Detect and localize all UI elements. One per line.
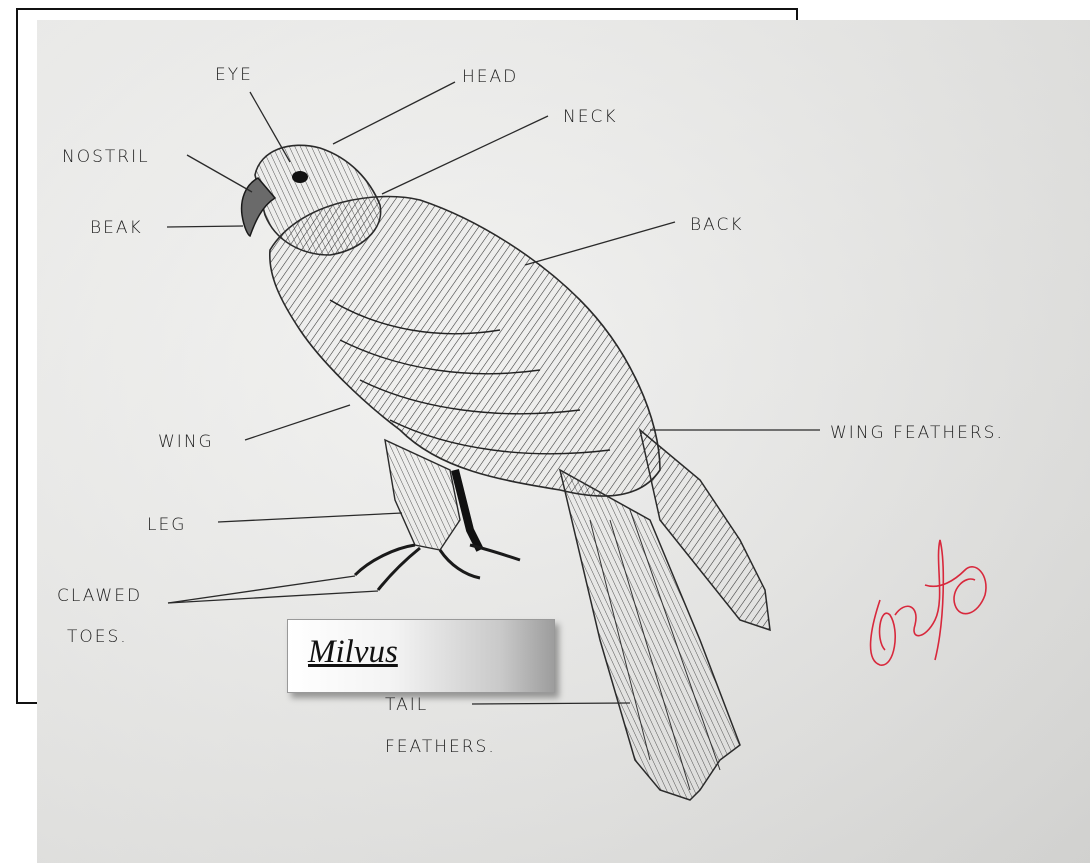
- bird-illustration: [242, 145, 770, 800]
- back-leader: [525, 222, 675, 265]
- eye-mark: [292, 171, 308, 183]
- signature-mark: [871, 540, 986, 665]
- tail-feathers-leader: [472, 703, 630, 704]
- caption-text: Milvus: [308, 634, 398, 671]
- head-leader: [333, 82, 455, 144]
- head-shape: [255, 145, 381, 255]
- clawed-toes-leader-2: [168, 591, 378, 603]
- label-wing-feathers: WING FEATHERS.: [830, 423, 1004, 443]
- caption-box: Milvus: [287, 619, 555, 693]
- label-wing: WING: [158, 432, 214, 452]
- neck-leader: [382, 116, 548, 194]
- eye-leader: [250, 92, 290, 162]
- label-tail-feathers-1: TAIL: [385, 695, 428, 715]
- label-clawed-toes-2: TOES.: [67, 627, 128, 647]
- label-leg: LEG: [147, 515, 186, 535]
- label-beak: BEAK: [90, 218, 143, 238]
- wing-leader: [245, 405, 350, 440]
- label-nostril: NOSTRIL: [62, 147, 150, 167]
- label-eye: EYE: [215, 65, 253, 85]
- clawed-toes-leader-1: [168, 576, 355, 603]
- label-back: BACK: [690, 215, 743, 235]
- toes-shape: [355, 545, 520, 590]
- label-head: HEAD: [462, 67, 518, 87]
- label-neck: NECK: [563, 107, 617, 127]
- label-tail-feathers-2: FEATHERS.: [385, 737, 496, 757]
- label-clawed-toes-1: CLAWED: [57, 586, 142, 606]
- leg-leader: [218, 513, 402, 522]
- nostril-leader: [187, 155, 252, 192]
- beak-leader: [167, 226, 243, 227]
